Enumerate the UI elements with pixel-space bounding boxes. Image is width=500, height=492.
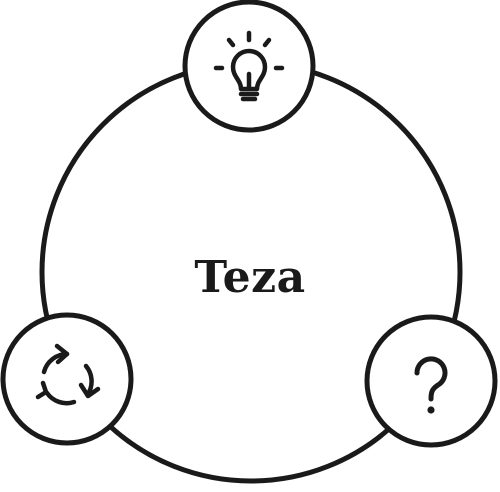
refresh-cycle-icon — [35, 343, 101, 406]
node-bottom-left-circle — [0, 312, 134, 446]
node-top-circle — [182, 0, 316, 133]
node-bottom-right-circle — [364, 314, 498, 448]
question-mark-icon — [414, 356, 448, 414]
node-bottom-left — [0, 312, 134, 446]
node-top — [182, 0, 316, 133]
center-label: Teza — [194, 252, 305, 303]
node-bottom-right — [364, 314, 498, 448]
lightbulb-icon — [213, 30, 285, 102]
